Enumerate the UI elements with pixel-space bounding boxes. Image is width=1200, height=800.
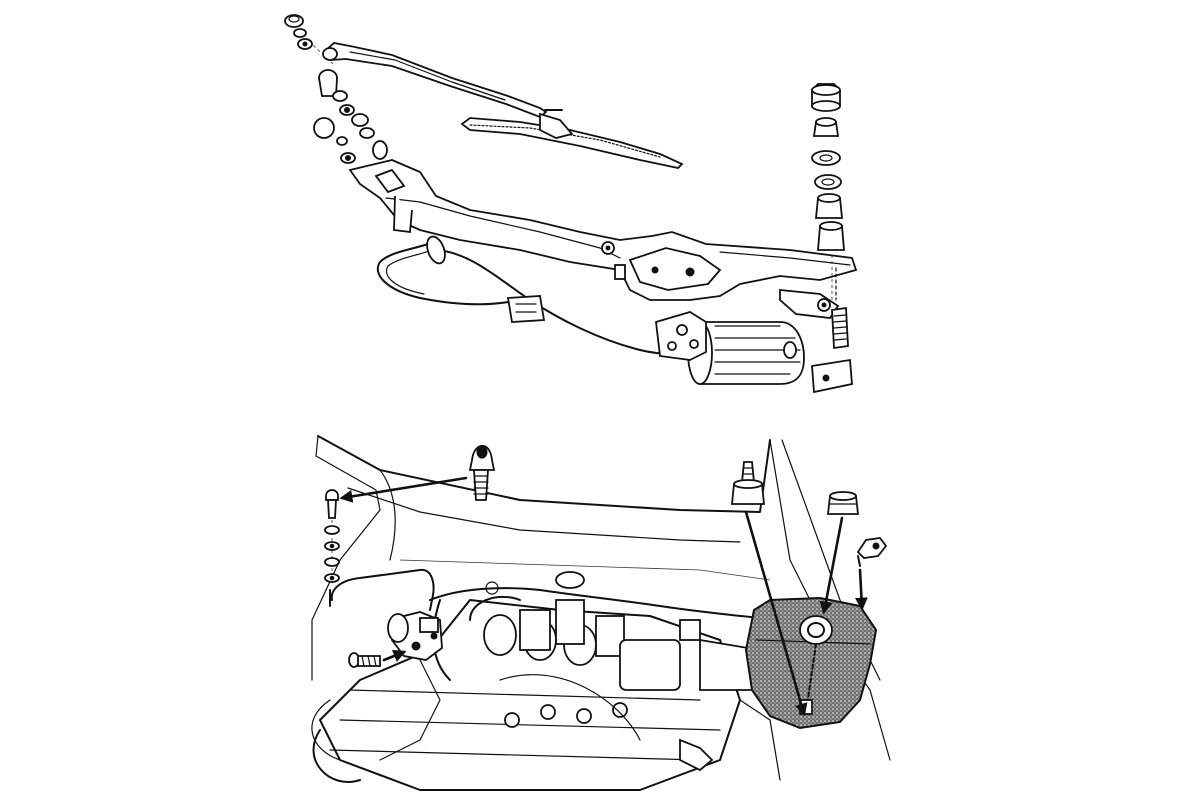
wiper-linkage-panel <box>284 14 858 394</box>
pipe-fitting <box>731 461 808 717</box>
washer-pump <box>387 611 443 661</box>
linkage-frame <box>348 159 858 319</box>
spindle-nut-stack-left <box>284 14 388 164</box>
mounting-screw <box>348 649 407 668</box>
spindle-nut-stack-right <box>811 83 853 394</box>
washer-jet-nozzle <box>339 444 496 503</box>
wiper-blade <box>460 112 684 169</box>
nozzle-washer-stack <box>324 489 340 585</box>
washer-reservoir <box>744 596 878 730</box>
wiper-motor <box>655 311 805 385</box>
reservoir-cap <box>819 491 860 615</box>
mounting-clip <box>854 537 888 611</box>
wiper-arm <box>322 42 563 119</box>
hose <box>329 568 831 625</box>
washer-system-panel <box>311 435 891 791</box>
